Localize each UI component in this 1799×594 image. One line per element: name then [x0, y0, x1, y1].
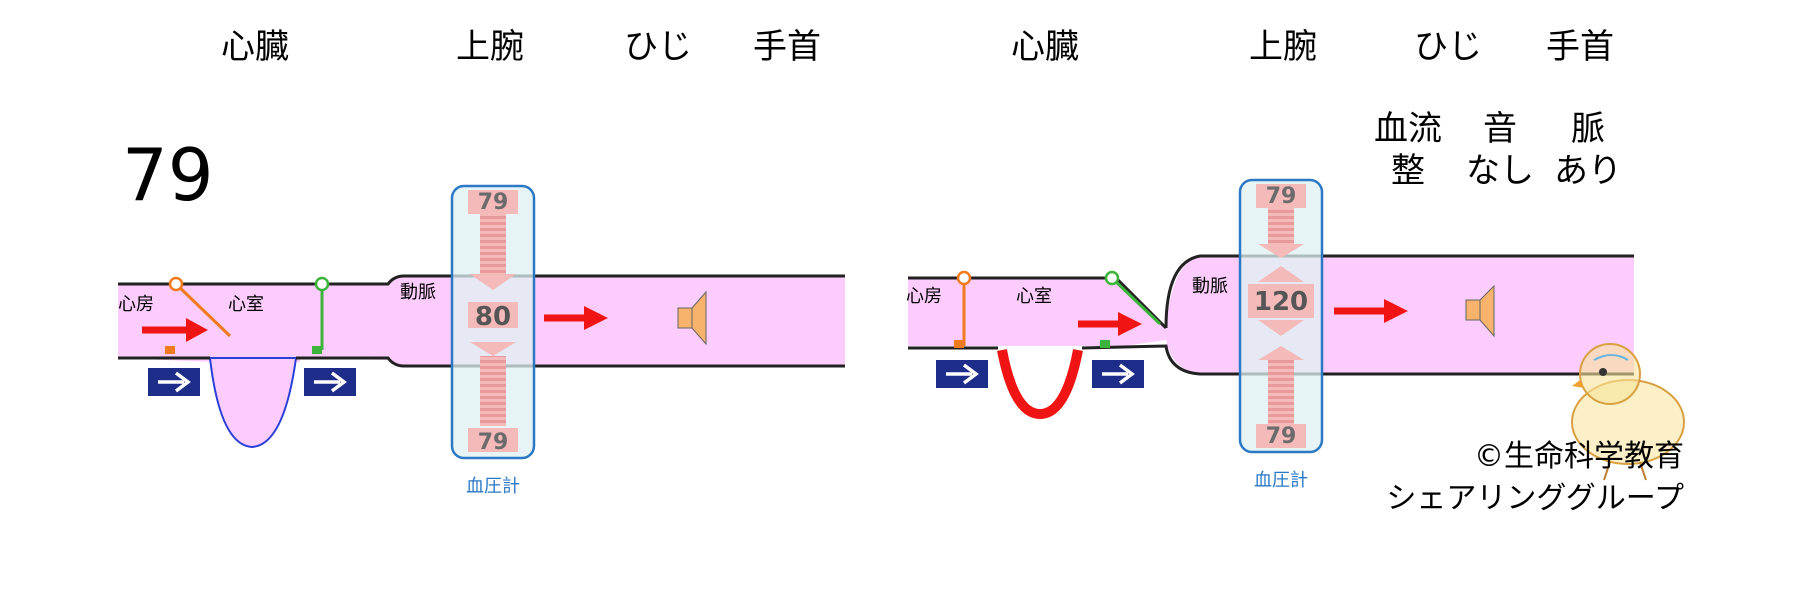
blood-pressure-gauge: 79 80 79 — [450, 184, 536, 460]
blood-pressure-gauge: 79 120 79 — [1238, 178, 1324, 454]
status-pulse-value: あり — [1554, 151, 1622, 191]
right-arrow-icon — [148, 368, 200, 396]
ventricle-label: 心室 — [228, 294, 264, 315]
valve-orange-base — [165, 346, 175, 354]
artery-label: 動脈 — [400, 282, 436, 303]
header-wrist: 手首 — [753, 27, 821, 67]
speaker-icon — [677, 290, 707, 346]
valve-green-hinge — [1104, 270, 1120, 286]
gauge-top-value: 79 — [478, 190, 509, 215]
ventricle-contracted — [997, 349, 1083, 420]
right-arrow-icon — [304, 368, 356, 396]
atrium-label: 心房 — [118, 294, 154, 315]
atrium-label: 心房 — [906, 286, 942, 307]
status-blood-flow: 血流 — [1374, 109, 1442, 149]
valve-orange-hinge — [168, 276, 184, 292]
valve-orange-hinge — [956, 270, 972, 286]
gauge-top-value: 79 — [1266, 184, 1297, 209]
flow-arrow — [1334, 299, 1408, 323]
vessel-outline-bottom — [908, 344, 1634, 376]
header-heart: 心臓 — [221, 27, 289, 67]
header-wrist: 手首 — [1546, 27, 1614, 67]
flow-arrow — [142, 318, 208, 342]
copyright-line2: シェアリンググループ — [1386, 481, 1684, 516]
vessel-outline-bottom — [118, 356, 845, 368]
gauge-caption: 血圧計 — [466, 476, 520, 497]
valve-green-base — [312, 346, 322, 354]
valve-green-base — [1100, 340, 1110, 348]
ventricle-label: 心室 — [1016, 286, 1052, 307]
gauge-caption: 血圧計 — [1254, 470, 1308, 491]
valve-green — [1110, 276, 1162, 326]
chick-icon — [1571, 343, 1685, 481]
right-arrow-icon — [936, 360, 988, 388]
speaker-icon — [1465, 284, 1495, 338]
gauge-bottom-value: 79 — [478, 430, 509, 455]
status-sound-value: なし — [1466, 151, 1534, 191]
flow-arrow — [1078, 312, 1142, 336]
copyright-line1: ©生命科学教育 — [1474, 439, 1684, 474]
header-elbow: ひじ — [1414, 27, 1482, 67]
gauge-bottom-value: 79 — [1266, 424, 1297, 449]
status-sound: 音 — [1483, 109, 1517, 149]
left-panel: 心臓 上腕 ひじ 手首 79 心房 心室 動脈 — [118, 27, 845, 497]
header-upper-arm: 上腕 — [456, 27, 524, 67]
vessel-outline-top — [118, 274, 845, 286]
header-elbow: ひじ — [624, 27, 692, 67]
status-pulse: 脈 — [1571, 109, 1605, 149]
right-arrow-icon — [1092, 360, 1144, 388]
ventricle-pouch — [208, 357, 298, 449]
pressure-reading: 79 — [122, 133, 214, 217]
artery-label: 動脈 — [1192, 276, 1228, 297]
valve-orange-base — [954, 340, 964, 348]
right-panel: 心臓 上腕 ひじ 手首 血流 音 脈 整 なし あり 心房 心室 動脈 — [906, 27, 1685, 516]
gauge-mid-value: 120 — [1254, 287, 1308, 317]
valve-orange — [174, 282, 232, 338]
gauge-mid-value: 80 — [475, 302, 511, 332]
valve-green-hinge — [314, 276, 330, 292]
header-heart: 心臓 — [1011, 27, 1079, 67]
status-blood-flow-value: 整 — [1391, 151, 1425, 191]
header-upper-arm: 上腕 — [1249, 27, 1317, 67]
flow-arrow — [544, 306, 608, 330]
